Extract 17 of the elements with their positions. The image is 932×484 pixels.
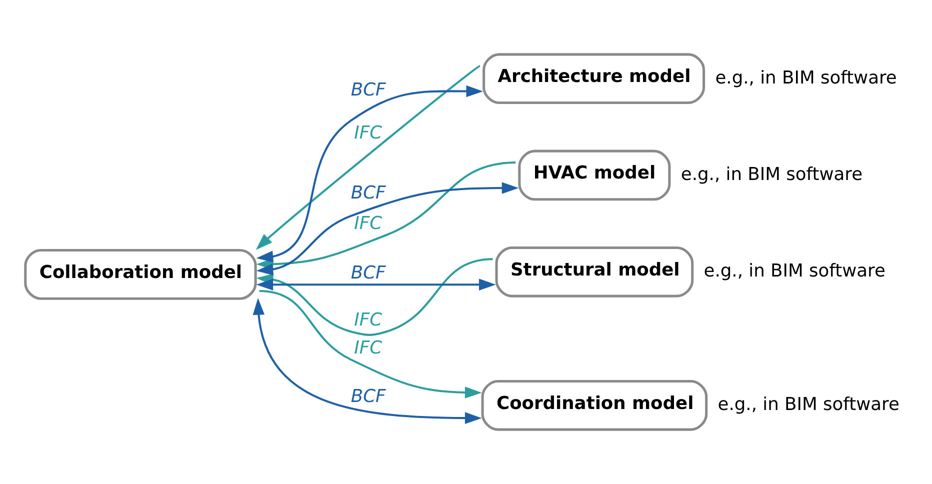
arrow [256,85,484,263]
node-label: e.g., in BIM software [715,67,897,88]
arrow [259,290,482,398]
node-label: e.g., in BIM software [704,260,886,282]
arrow [256,278,496,290]
edge-label: IFC [354,122,382,144]
edge-label: BCF [350,386,386,407]
edge-label: BCF [350,79,386,100]
edge-label: BCF [350,182,386,204]
arrow [256,65,481,250]
edge-label: BCF [350,262,386,284]
node-label: e.g., in BIM software [680,164,863,185]
edge-label: IFC [354,338,382,359]
edge-label: IFC [354,212,382,234]
arrow [252,298,482,424]
node-label: e.g., in BIM software [718,394,900,416]
edge-label: IFC [354,310,382,331]
